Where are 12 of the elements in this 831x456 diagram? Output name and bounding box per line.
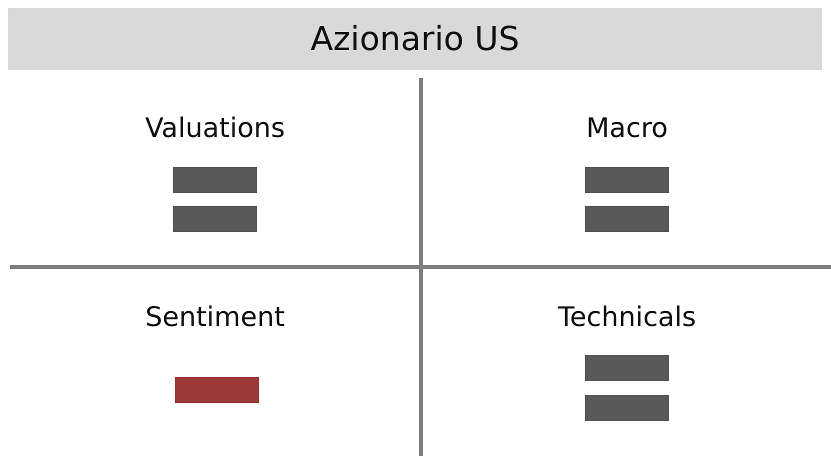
rating-bar bbox=[585, 395, 669, 421]
section-heading: Technicals bbox=[558, 302, 696, 334]
section-heading: Macro bbox=[586, 113, 668, 145]
rating-bar bbox=[173, 167, 257, 193]
rating-bar bbox=[585, 167, 669, 193]
rating-bar bbox=[585, 355, 669, 381]
rating-bar bbox=[175, 377, 259, 403]
section-heading: Valuations bbox=[145, 113, 285, 145]
rating-bar bbox=[585, 206, 669, 232]
section-heading: Sentiment bbox=[145, 302, 285, 334]
rating-bar bbox=[173, 206, 257, 232]
title-banner: Azionario US bbox=[8, 8, 822, 70]
